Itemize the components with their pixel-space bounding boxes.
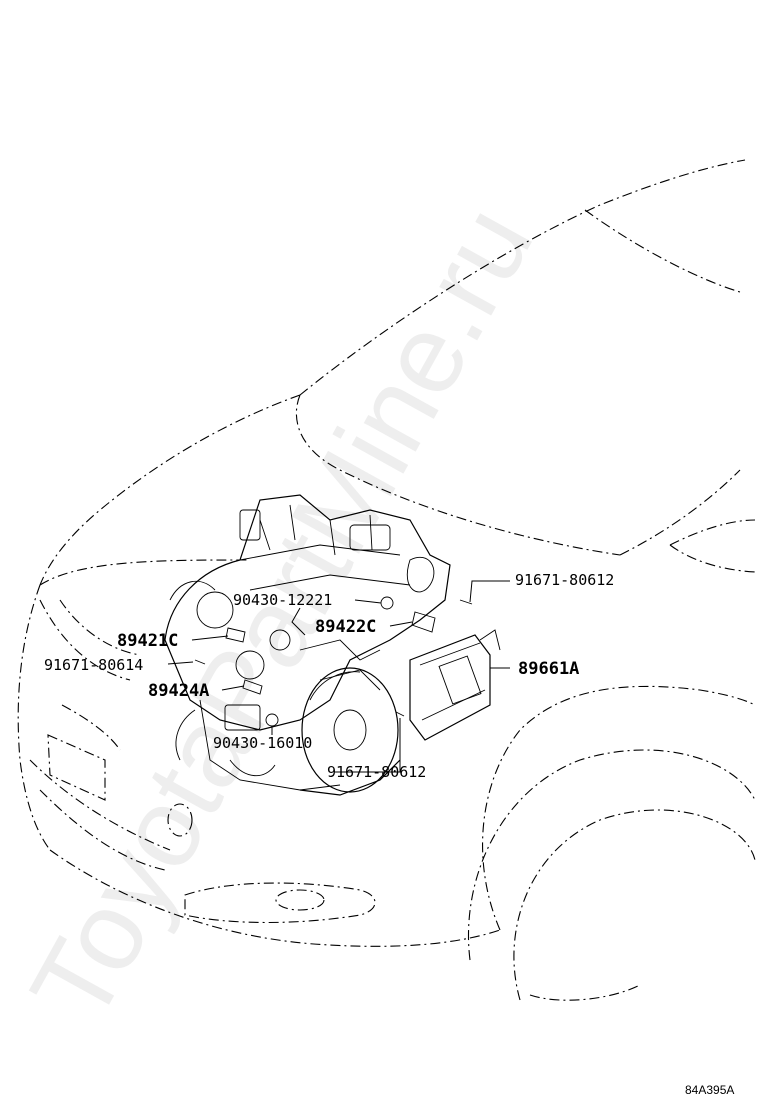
label-91671-80612-lower: 91671-80612 xyxy=(327,763,426,781)
label-90430-12221: 90430-12221 xyxy=(233,591,332,609)
label-91671-80614: 91671-80614 xyxy=(44,656,143,674)
label-91671-80612-upper: 91671-80612 xyxy=(515,571,614,589)
watermark: ToyotaPartMine.ru xyxy=(7,186,557,1042)
diagram-code: 84A395A xyxy=(685,1083,734,1097)
label-89422c: 89422C xyxy=(315,617,376,637)
label-90430-16010: 90430-16010 xyxy=(213,734,312,752)
label-89661a: 89661A xyxy=(518,659,579,679)
engine-assembly xyxy=(164,494,451,796)
car-body-outline xyxy=(17,159,756,1001)
small-parts xyxy=(194,596,473,727)
label-89424a: 89424A xyxy=(148,681,209,701)
label-89421c: 89421C xyxy=(117,631,178,651)
part-labels: 91671-80612 90430-12221 89422C 89421C 91… xyxy=(44,571,614,781)
leader-lines xyxy=(167,580,510,773)
ecu-module xyxy=(409,629,501,741)
